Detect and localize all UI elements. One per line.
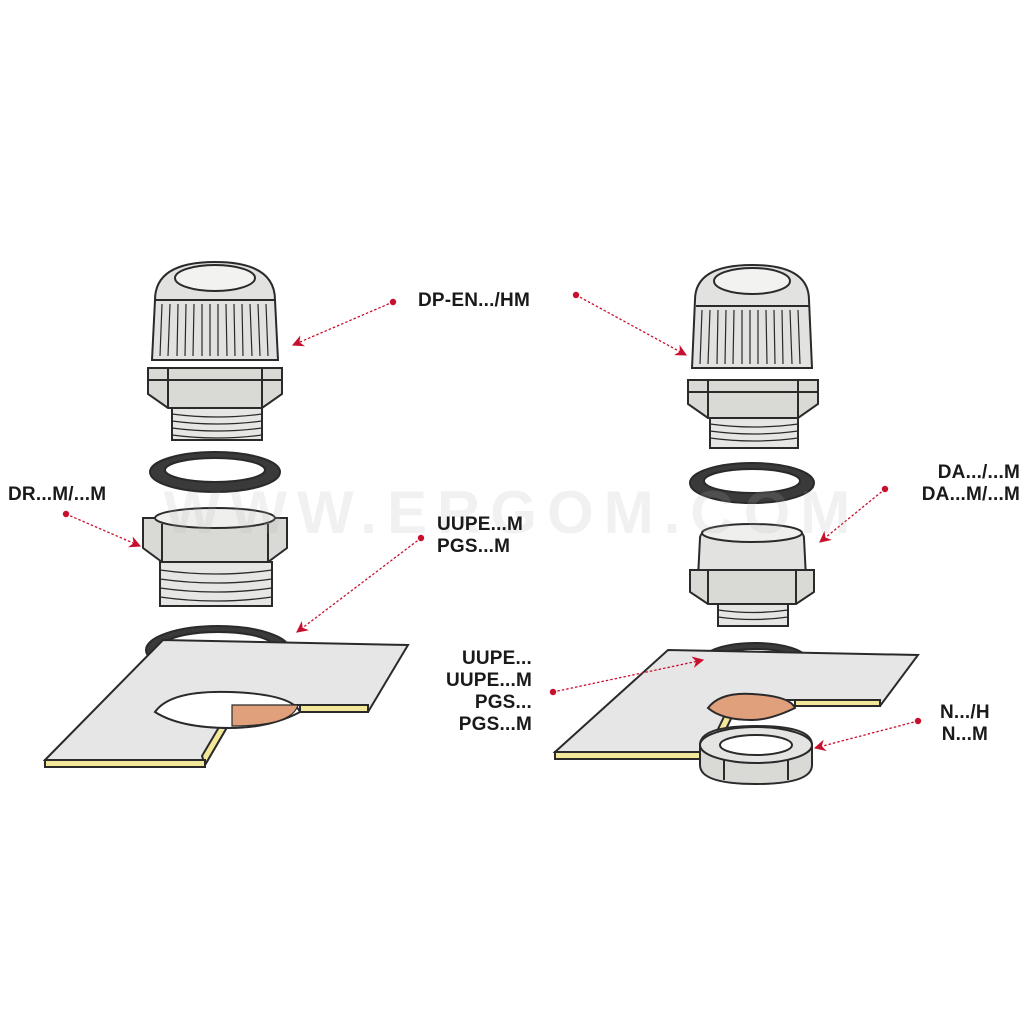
label-n-line2: N...M bbox=[941, 724, 989, 745]
callout-dr bbox=[62, 510, 142, 548]
left-gland-hex bbox=[147, 367, 283, 409]
label-da: DA.../...M DA...M/...M bbox=[922, 462, 1020, 506]
left-gasket-upper bbox=[149, 451, 281, 493]
left-mounting-plate bbox=[42, 638, 410, 768]
label-dr: DR...M/...M bbox=[8, 484, 107, 505]
label-uupe-right: UUPE... UUPE...M PGS... PGS...M bbox=[446, 648, 532, 736]
right-assembly bbox=[552, 263, 920, 786]
callout-da bbox=[819, 485, 889, 543]
left-reducer-body bbox=[142, 507, 288, 607]
label-uupe-left-line1: UUPE...M bbox=[437, 514, 524, 535]
right-locknut bbox=[699, 724, 813, 786]
left-gland-thread bbox=[171, 407, 263, 441]
right-gland-hex bbox=[687, 379, 819, 419]
label-uupe-right-line3: PGS... bbox=[474, 692, 532, 713]
callout-arrows bbox=[62, 291, 922, 751]
left-gland-cap bbox=[150, 260, 280, 361]
label-uupe-left-line2: PGS...M bbox=[437, 536, 511, 557]
callout-dp-en-right bbox=[572, 291, 688, 356]
right-gland-cap bbox=[690, 263, 814, 369]
label-uupe-right-line2: UUPE...M bbox=[445, 670, 532, 691]
right-gasket-upper bbox=[689, 462, 815, 504]
label-da-line2: DA...M/...M bbox=[921, 484, 1020, 505]
callout-uupe-right bbox=[549, 656, 705, 696]
callout-n bbox=[813, 717, 922, 751]
label-uupe-right-line1: UUPE... bbox=[461, 648, 532, 669]
left-assembly bbox=[42, 260, 410, 768]
label-n-line1: N.../H bbox=[940, 702, 990, 723]
label-dp-en: DP-EN.../HM bbox=[418, 290, 530, 311]
label-n: N.../H N...M bbox=[940, 702, 990, 746]
label-da-line1: DA.../...M bbox=[937, 462, 1020, 483]
right-adapter-body bbox=[689, 523, 815, 627]
right-gland-thread bbox=[709, 417, 799, 449]
label-uupe-left: UUPE...M PGS...M bbox=[437, 514, 523, 558]
label-uupe-right-line4: PGS...M bbox=[458, 714, 532, 735]
callout-uupe-left bbox=[296, 534, 425, 633]
callout-dp-en-left bbox=[291, 298, 397, 347]
